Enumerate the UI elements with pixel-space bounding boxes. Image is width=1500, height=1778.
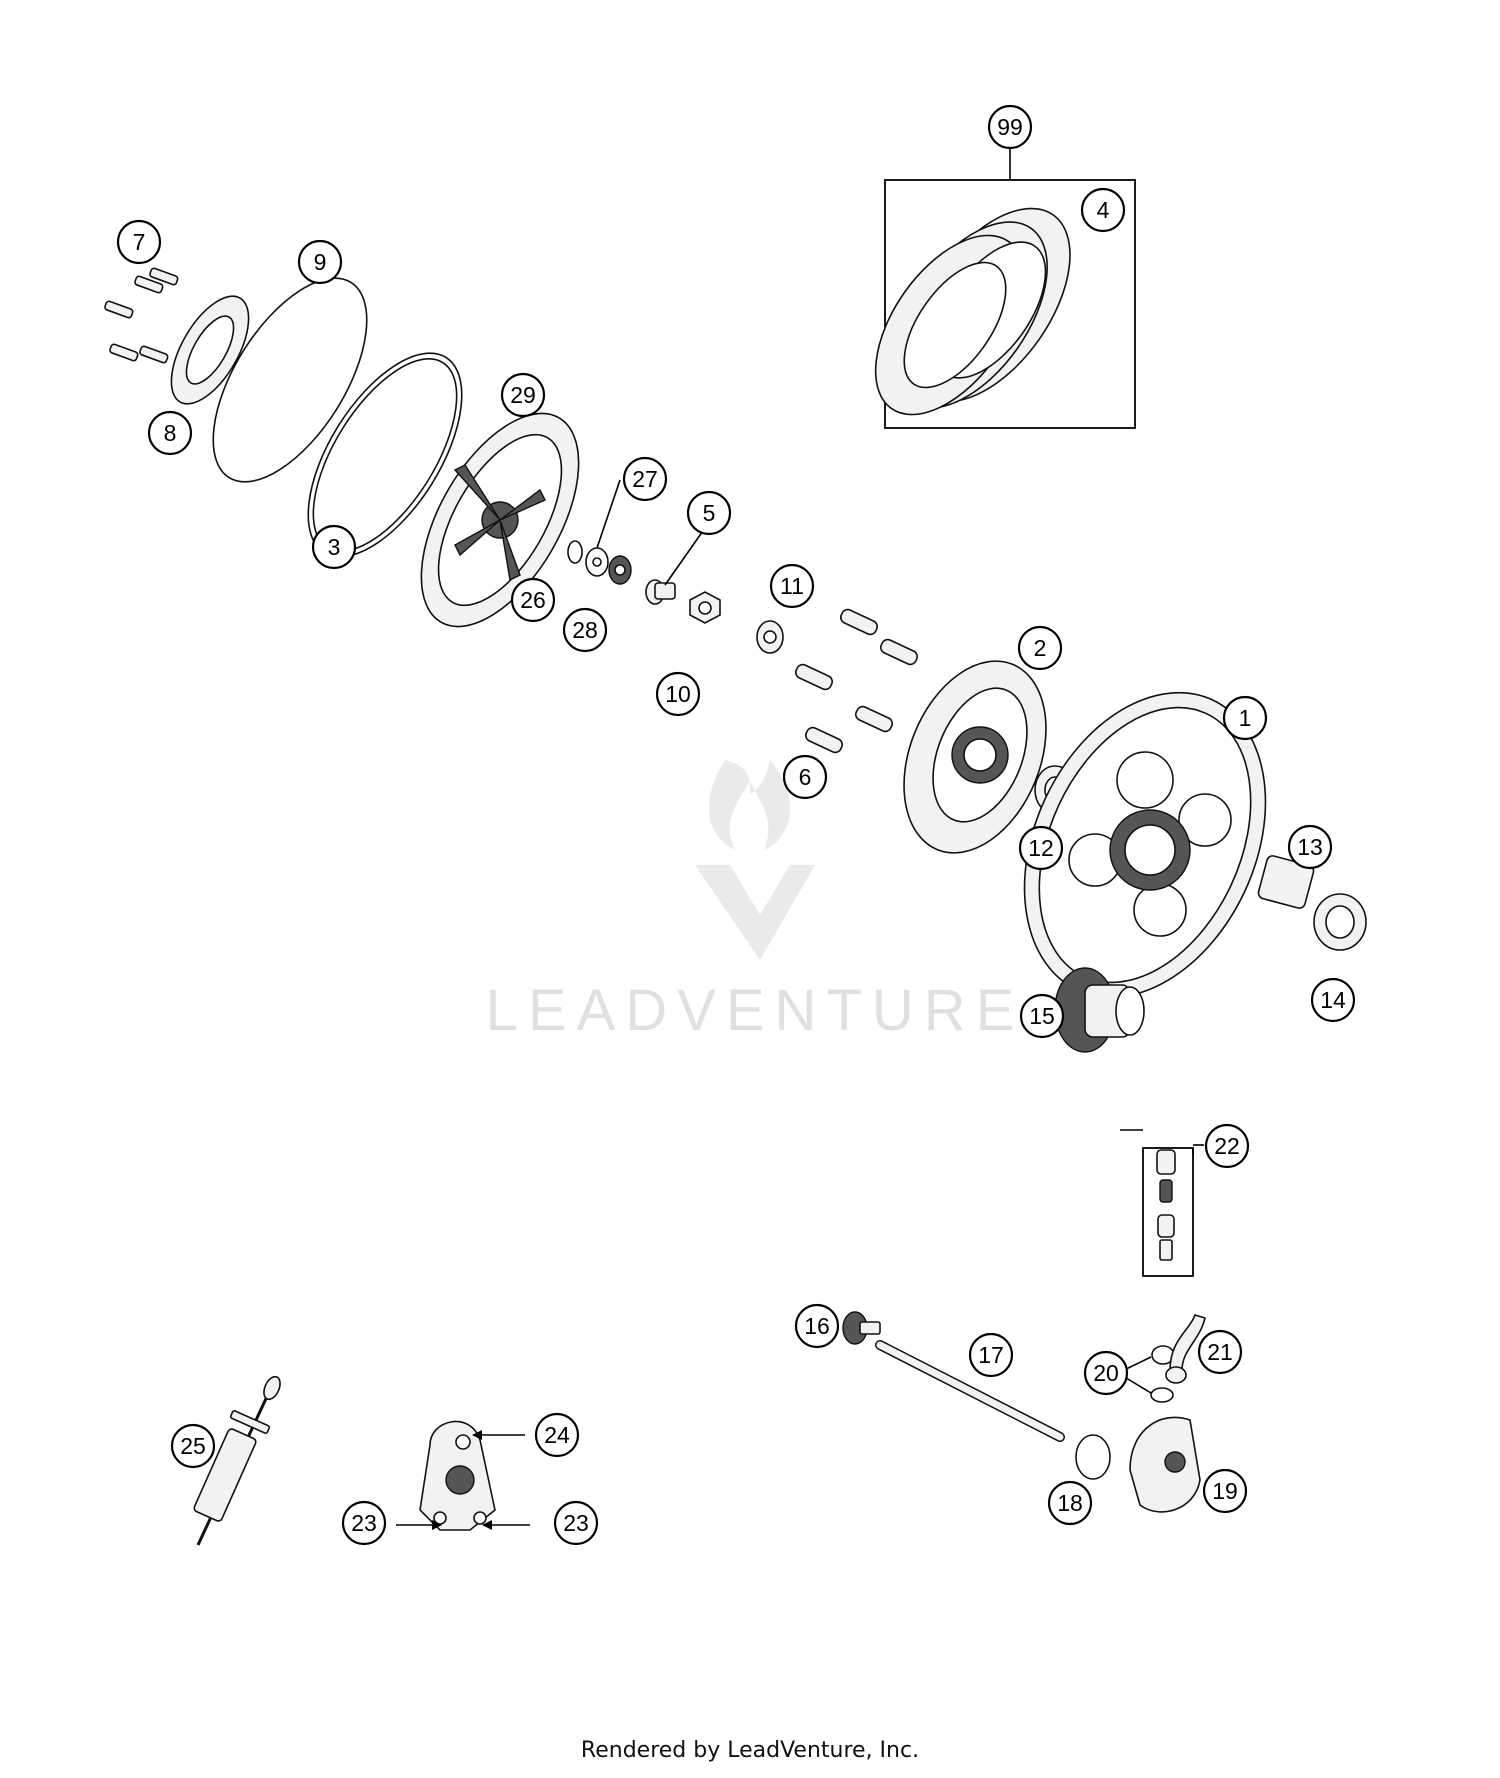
thrust-bearing-8[interactable] (156, 284, 264, 416)
watermark-text: LEADVENTURE (486, 978, 1025, 1043)
svg-text:6: 6 (799, 764, 812, 790)
callout-28[interactable]: 28 (562, 607, 608, 653)
svg-text:25: 25 (180, 1433, 206, 1459)
svg-text:19: 19 (1212, 1478, 1238, 1504)
callout-21[interactable]: 21 (1197, 1329, 1243, 1375)
svg-text:28: 28 (572, 617, 598, 643)
seal-washers-20[interactable] (1117, 1345, 1175, 1403)
washer-28[interactable] (608, 555, 632, 585)
callout-23-right[interactable]: 23 (553, 1500, 599, 1546)
sleeve-14[interactable] (1313, 893, 1367, 951)
svg-text:13: 13 (1297, 834, 1323, 860)
washer-27[interactable] (585, 547, 609, 577)
callout-22[interactable]: 22 (1204, 1123, 1250, 1169)
callout-3[interactable]: 3 (311, 524, 357, 570)
pressure-plate-29[interactable] (389, 388, 611, 652)
part-99-kit-box[interactable] (846, 145, 1136, 441)
svg-text:10: 10 (665, 681, 691, 707)
callout-20[interactable]: 20 (1083, 1350, 1129, 1396)
callout-24[interactable]: 24 (534, 1412, 580, 1458)
circlip-26[interactable] (567, 540, 583, 564)
callout-12[interactable]: 12 (1018, 825, 1064, 871)
svg-text:12: 12 (1028, 835, 1054, 861)
push-rod-head-16[interactable] (842, 1311, 881, 1345)
callout-10[interactable]: 10 (655, 671, 701, 717)
o-ring-18[interactable] (1075, 1434, 1111, 1480)
svg-text:27: 27 (632, 466, 658, 492)
svg-text:18: 18 (1057, 1490, 1083, 1516)
svg-text:20: 20 (1093, 1360, 1119, 1386)
clutch-plates-4[interactable] (846, 180, 1103, 440)
svg-text:4: 4 (1097, 197, 1110, 223)
svg-text:23: 23 (351, 1510, 377, 1536)
callout-27[interactable]: 27 (622, 456, 668, 502)
svg-text:17: 17 (978, 1342, 1004, 1368)
callout-2[interactable]: 2 (1017, 625, 1063, 671)
rendered-by-footer: Rendered by LeadVenture, Inc. (580, 1738, 920, 1763)
callouts: 99 4 7 9 8 29 3 27 5 26 28 11 10 2 6 1 1… (116, 104, 1356, 1546)
svg-text:11: 11 (780, 573, 804, 599)
leadventure-watermark-logo: LEADVENTURE (486, 760, 1025, 1043)
lock-washer-11[interactable] (756, 620, 784, 654)
callout-9[interactable]: 9 (297, 239, 343, 285)
svg-text:1: 1 (1239, 705, 1252, 731)
callout-18[interactable]: 18 (1047, 1480, 1093, 1526)
callout-14[interactable]: 14 (1310, 977, 1356, 1023)
bolts-7[interactable] (104, 267, 179, 364)
svg-text:2: 2 (1034, 635, 1047, 661)
svg-text:26: 26 (520, 587, 546, 613)
svg-text:23: 23 (563, 1510, 589, 1536)
svg-text:29: 29 (510, 382, 536, 408)
pressure-piece-5[interactable] (645, 579, 676, 605)
primary-gear-15[interactable] (1054, 967, 1145, 1053)
callout-6[interactable]: 6 (782, 754, 828, 800)
svg-text:5: 5 (703, 500, 716, 526)
svg-text:7: 7 (133, 229, 146, 255)
nut-10[interactable] (689, 591, 721, 624)
svg-text:24: 24 (544, 1422, 570, 1448)
part-22-box[interactable] (1142, 1144, 1204, 1277)
callout-1[interactable]: 1 (1222, 695, 1268, 741)
callout-26[interactable]: 26 (510, 577, 556, 623)
svg-text:8: 8 (164, 420, 177, 446)
push-rod-17[interactable] (875, 1340, 1065, 1442)
spring-pins-6[interactable] (794, 608, 919, 755)
svg-text:21: 21 (1207, 1339, 1233, 1365)
callout-7[interactable]: 7 (116, 219, 162, 265)
callout-11[interactable]: 11 (769, 563, 815, 609)
washer-9[interactable] (182, 253, 397, 506)
grease-syringe-25[interactable] (193, 1374, 283, 1546)
svg-text:15: 15 (1029, 1003, 1055, 1029)
callout-23-left[interactable]: 23 (341, 1500, 387, 1546)
callout-4[interactable]: 4 (1080, 187, 1126, 233)
svg-text:16: 16 (804, 1313, 830, 1339)
svg-text:14: 14 (1320, 987, 1346, 1013)
callout-5[interactable]: 5 (686, 490, 732, 536)
clutch-basket-gear-1[interactable] (978, 654, 1313, 1037)
callout-15[interactable]: 15 (1019, 993, 1065, 1039)
svg-text:3: 3 (328, 534, 341, 560)
slave-cylinder-cover-23-24[interactable] (419, 1420, 496, 1531)
callout-8[interactable]: 8 (147, 410, 193, 456)
callout-19[interactable]: 19 (1202, 1468, 1248, 1514)
callout-29[interactable]: 29 (500, 372, 546, 418)
slave-cylinder-19[interactable] (1129, 1416, 1201, 1513)
callout-99[interactable]: 99 (987, 104, 1033, 150)
svg-text:22: 22 (1214, 1133, 1240, 1159)
inner-clutch-hub-2[interactable] (877, 640, 1072, 874)
svg-text:9: 9 (314, 249, 327, 275)
bushing-13[interactable] (1257, 855, 1315, 910)
callout-13[interactable]: 13 (1287, 824, 1333, 870)
callout-16[interactable]: 16 (794, 1303, 840, 1349)
callout-17[interactable]: 17 (968, 1332, 1014, 1378)
leader-lines (396, 479, 1143, 1530)
callout-25[interactable]: 25 (170, 1423, 216, 1469)
svg-text:99: 99 (997, 114, 1023, 140)
banjo-fitting-21[interactable] (1165, 1314, 1206, 1384)
